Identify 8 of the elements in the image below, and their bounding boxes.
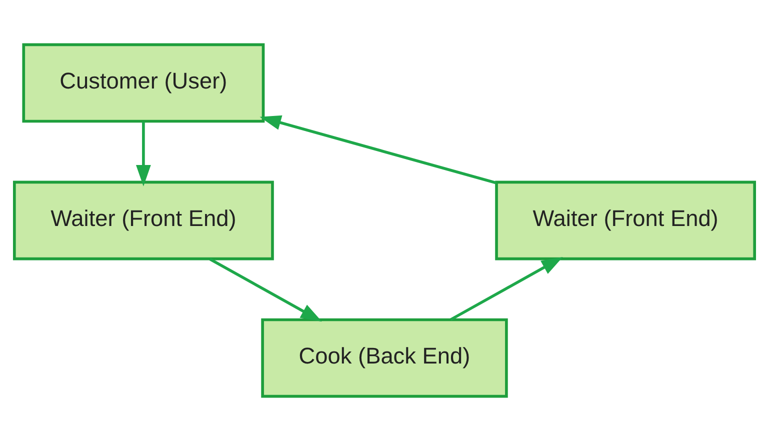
node-box: Customer (User) bbox=[22, 43, 265, 123]
arrow bbox=[136, 122, 151, 186]
node-box: Waiter (Front End) bbox=[495, 180, 756, 260]
arrow bbox=[450, 256, 563, 321]
node-box: Cook (Back End) bbox=[261, 318, 508, 398]
arrow bbox=[260, 115, 496, 184]
node-box: Waiter (Front End) bbox=[13, 180, 274, 260]
arrow bbox=[209, 258, 322, 322]
